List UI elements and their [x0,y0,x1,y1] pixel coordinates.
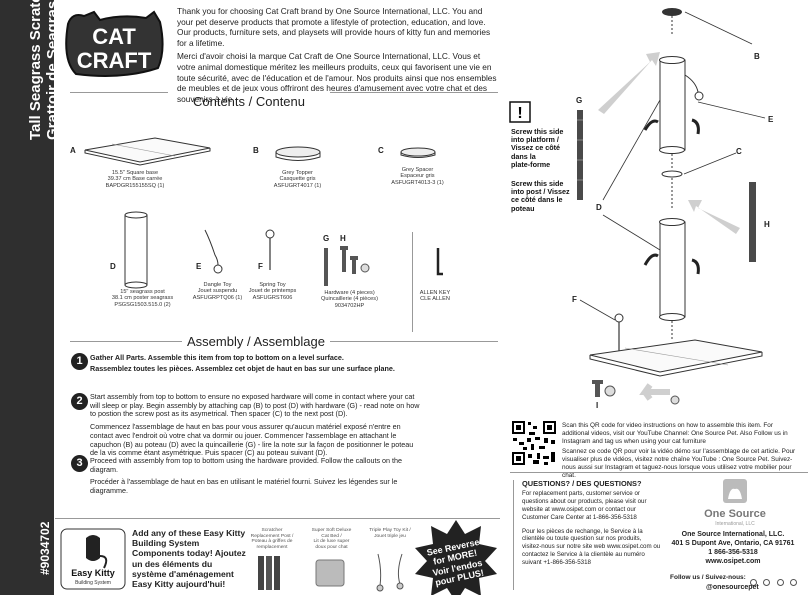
company-website[interactable]: www.osipet.com [705,558,761,565]
step-3-en: Proceed with assembly from top to bottom… [90,456,403,474]
intro-fr: Merci d'avoir choisi la marque Cat Craft… [177,51,497,104]
diagram-label-f: F [572,295,577,304]
diagram-label-h: H [764,220,770,229]
facebook-icon[interactable] [776,579,784,586]
easy-kitty-logo: Easy Kitty Building System [60,528,126,590]
contents-title: Contents / Contenu [192,94,306,109]
diagram-label-d: D [596,203,602,212]
questions-block: QUESTIONS? / DES QUESTIONS? For replacem… [522,480,662,567]
instagram-icon[interactable] [763,579,771,586]
easy-kitty-subtitle: Building System [75,580,111,586]
step-2-en: Start assembly from top to bottom to ens… [90,392,420,419]
questions-en: For replacement parts, customer service … [522,489,647,521]
qr-code[interactable] [511,420,557,466]
divider [55,518,500,519]
promo-text: Add any of these Easy Kitty Building Sys… [132,528,246,590]
logo-word-craft: CRAFT [77,48,152,73]
social-icons [750,573,800,586]
company-name: One Source International, LLC. [681,531,785,538]
part-desc-h: Hardware (4 pieces) Quincaillerie (4 piè… [321,290,378,309]
screw-note-platform: Screw this side into platform / Vissez c… [511,127,564,169]
company-info: One Source International, LLC. 401 S Dup… [663,530,803,566]
warning-icon: ! [517,105,522,122]
cat-craft-logo: CAT CRAFT [65,10,164,77]
questions-title: QUESTIONS? / DES QUESTIONS? [522,479,642,488]
part-label-e: E [196,262,202,271]
product-title-fr: Grattoir de Seagrass [44,0,61,140]
divider [510,472,808,473]
part-label-b: B [253,146,259,155]
easy-kitty-wordmark: Easy Kitty [71,568,115,578]
part-desc-b: Grey Topper Casquette gris ASFUGRT4017 (… [273,170,322,189]
divider [330,92,498,93]
sidebar [0,0,54,595]
step-2-fr: Commencez l'assemblage de haut en bas po… [90,422,414,458]
logo-word-cat: CAT [92,24,136,49]
divider [70,341,182,342]
see-reverse-burst: See Reverse for MORE! Voir l'endos pour … [415,520,497,595]
follow-label: Follow us / Suivez-nous: [670,574,746,581]
intro-text: Thank you for choosing Cat Craft brand b… [177,6,497,107]
toy-kit-image [376,553,404,592]
part-label-c: C [378,146,384,155]
divider [513,480,514,590]
assembly-diagram: ! [509,8,766,405]
qr-instructions: Scan this QR code for video instructions… [562,422,802,480]
part-label-f: F [258,262,263,271]
step-1-en: Gather All Parts. Assemble this item fro… [90,353,344,362]
company-address: 401 S Dupont Ave, Ontario, CA 91761 [671,540,795,547]
part-desc-c: Grey Spacer Espaceur gris ASFUGRT4013-3 … [391,167,444,186]
step-1-fr: Rassemblez toutes les pièces. Assemblez … [90,363,395,373]
scratcher-post-image [258,556,280,590]
part-label-d: D [110,262,116,271]
step-number-2: 2 [71,393,88,410]
step-number-3: 3 [71,455,88,472]
diagram-label-g: G [576,96,583,105]
qr-instructions-en: Scan this QR code for video instructions… [562,422,788,445]
diagram-label-i: I [596,401,599,410]
parts-illustration [84,137,443,289]
social-handle[interactable]: @onesourcepet [706,584,759,591]
part-label-h: H [340,234,346,243]
promo-item-bed: Super Soft Deluxe Cat Bed / Lit de luxe … [311,528,352,550]
step-3-fr: Procéder à l'assemblage de haut en bas e… [90,477,398,496]
qr-instructions-fr: Scannez ce code QR pour voir la vidéo dé… [562,448,796,479]
product-sku: #9034702 [38,521,52,575]
divider [70,92,168,93]
step-number-1: 1 [71,353,88,370]
company-phone: 1 866-356-5318 [708,549,758,556]
part-desc-allen-key: ALLEN KEY CLE ALLEN [419,290,451,303]
part-desc-a: 15.5" Square base 39.37 cm Base carrée B… [105,170,165,189]
cat-bed-image [315,559,345,587]
questions-fr: Pour les pièces de rechange, le Service … [522,527,661,567]
screw-note-post: Screw this side into post / Vissez ce cô… [511,179,570,213]
step-2: Start assembly from top to bottom to ens… [90,392,420,458]
step-3: Proceed with assembly from top to bottom… [90,456,420,496]
diagram-label-c: C [736,147,742,156]
diagram-label-e: E [768,115,774,124]
intro-en: Thank you for choosing Cat Craft brand b… [177,6,491,48]
pinterest-icon[interactable] [790,579,798,586]
diagram-label-b: B [754,52,760,61]
product-title-en: Tall Seagrass Scratcher [27,0,44,140]
part-desc-e: Dangle Toy Jouet suspendu ASFUGRPTQ06 (1… [192,282,243,301]
one-source-logo: One Source International, LLC [704,479,766,527]
one-source-wordmark: One Source [704,508,766,520]
youtube-icon[interactable] [750,579,757,586]
divider [330,341,498,342]
part-label-a: A [70,146,76,155]
divider [412,232,413,332]
promo-item-post: Scratcher Replacement Post / Poteau à gr… [250,528,294,550]
product-title: Tall Seagrass Scratcher Grattoir de Seag… [27,0,61,140]
part-desc-f: Spring Toy Jouet de printemps ASFUGRST60… [248,282,297,301]
assembly-title: Assembly / Assemblage [186,334,325,349]
step-1: Gather All Parts. Assemble this item fro… [90,353,420,373]
one-source-subtitle: International, LLC [715,521,755,527]
promo-item-toy: Triple Play Toy Kit / Jouet triple jeu [369,528,411,539]
part-label-g: G [323,234,330,243]
part-desc-d: 15" seagrass post 38.1 cm poster seagras… [111,289,174,308]
